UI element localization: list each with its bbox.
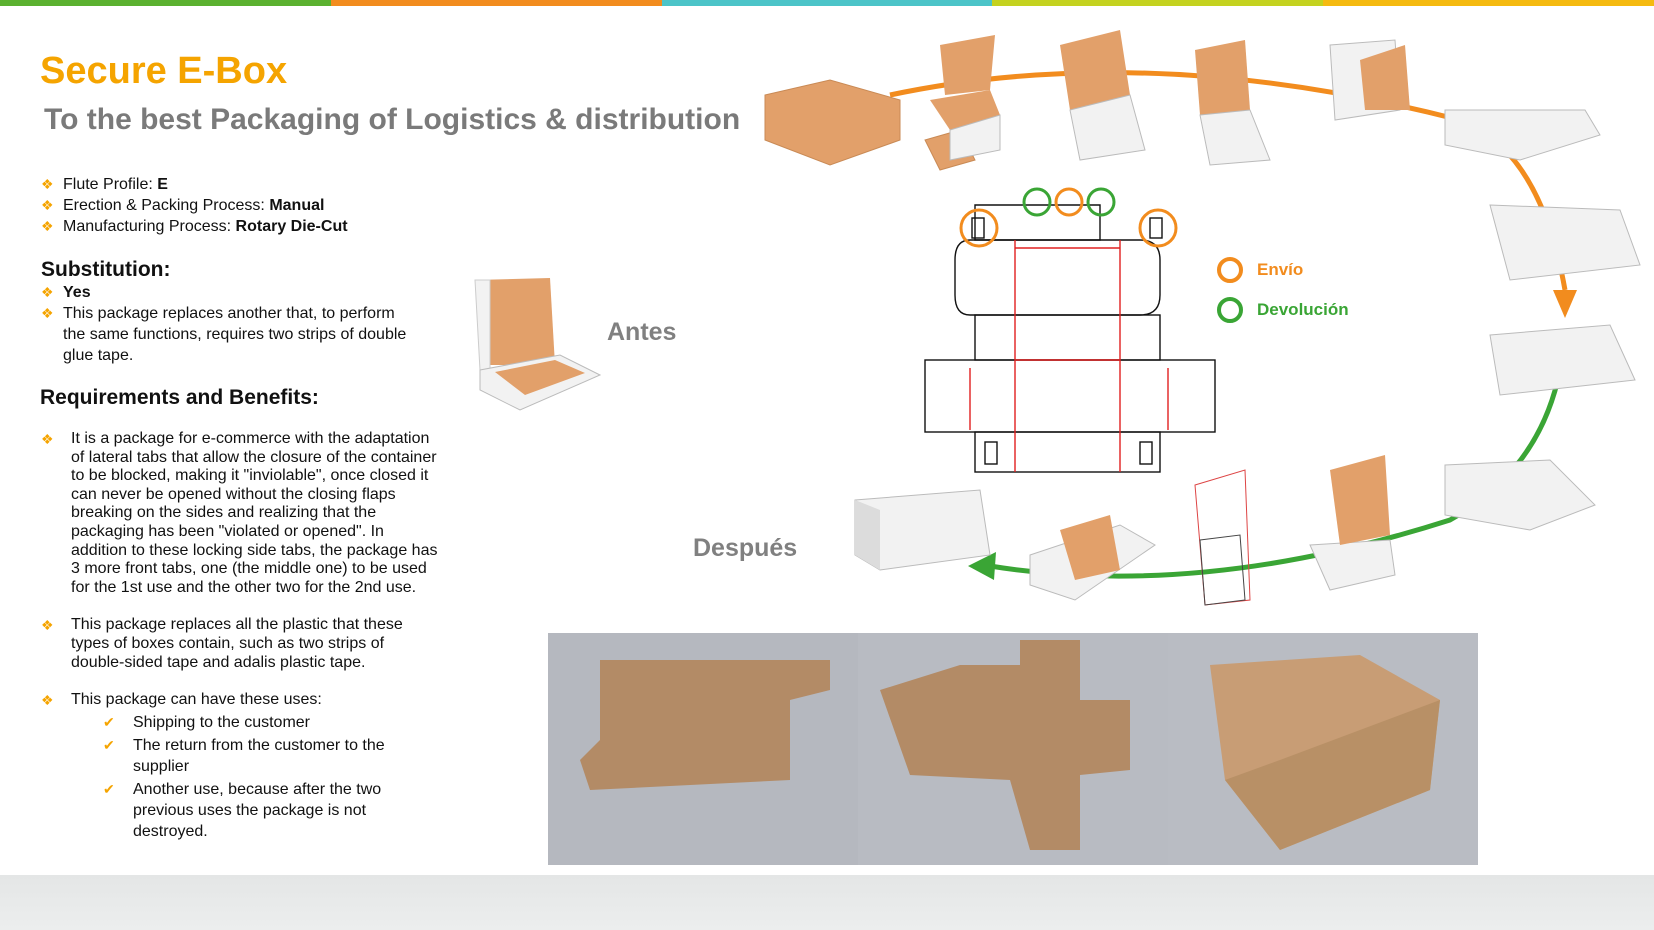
diamond-bullet-icon: ❖ xyxy=(41,431,54,447)
folding-step-2 xyxy=(1060,30,1146,161)
top-bar-segment-teal xyxy=(661,0,993,6)
diamond-bullet-icon: ❖ xyxy=(41,218,54,234)
spec-label: Flute Profile: xyxy=(63,176,158,193)
die-cut-crease-lines xyxy=(969,240,1169,472)
closed-box-3 xyxy=(1489,324,1636,396)
diamond-bullet-icon: ❖ xyxy=(41,617,54,634)
closed-box-after xyxy=(854,489,991,571)
requirement-item: ❖ It is a package for e-commerce with the… xyxy=(41,430,441,597)
diamond-bullet-icon: ❖ xyxy=(41,197,54,213)
folding-step-1 xyxy=(930,35,1001,161)
use-text: The return from the customer to the supp… xyxy=(133,736,385,775)
diamond-bullet-icon: ❖ xyxy=(41,284,54,300)
folding-step-4 xyxy=(1329,39,1410,121)
shipping-tab-marker xyxy=(1022,187,1052,217)
requirement-item: ❖ This package replaces all the plastic t… xyxy=(41,616,441,672)
spec-label: Manufacturing Process: xyxy=(63,218,236,235)
substitution-list: ❖ Yes ❖ This package replaces another that… xyxy=(41,282,421,366)
requirement-text: This package can have these uses: xyxy=(71,691,322,709)
legend-shipping: Envío xyxy=(1217,257,1303,283)
checkmark-icon: ✔ xyxy=(103,780,115,797)
spec-item-erection: ❖ Erection & Packing Process: Manual xyxy=(41,195,348,216)
uses-list: ✔ Shipping to the customer ✔ The return fr… xyxy=(103,712,441,842)
use-text: Shipping to the customer xyxy=(133,713,310,731)
substitution-note: This package replaces another that, to p… xyxy=(63,305,407,364)
flat-blank-step xyxy=(764,79,976,171)
spec-value: Manual xyxy=(269,197,325,214)
top-bar-segment-orange xyxy=(330,0,662,6)
after-label: Después xyxy=(693,534,798,562)
footer-band xyxy=(0,875,1654,930)
requirements-list: ❖ It is a package for e-commerce with the… xyxy=(41,430,441,844)
requirement-text: It is a package for e-commerce with the … xyxy=(71,430,438,596)
substitution-answer-item: ❖ Yes xyxy=(41,282,421,303)
die-cut-template xyxy=(924,204,1216,473)
spec-item-flute: ❖ Flute Profile: E xyxy=(41,174,348,195)
return-step-die-cut xyxy=(1194,469,1251,606)
closed-box-1 xyxy=(1444,109,1601,161)
closed-box-2 xyxy=(1489,204,1641,281)
return-step-2 xyxy=(1029,515,1156,601)
top-color-bar xyxy=(0,0,1654,6)
use-item: ✔ The return from the customer to the sup… xyxy=(103,735,441,777)
checkmark-icon: ✔ xyxy=(103,736,115,753)
legend-shipping-label: Envío xyxy=(1257,260,1304,279)
substitution-heading: Substitution: xyxy=(41,258,171,281)
spec-label: Erection & Packing Process: xyxy=(63,197,270,214)
legend-return-label: Devolución xyxy=(1257,300,1349,319)
specs-list: ❖ Flute Profile: E ❖ Erection & Packing Pr… xyxy=(41,174,348,237)
use-item: ✔ Another use, because after the two prev… xyxy=(103,779,441,842)
side-lock-marker xyxy=(959,208,999,248)
arrow-icon xyxy=(1553,290,1577,318)
orange-circle-icon xyxy=(1217,257,1243,283)
use-item: ✔ Shipping to the customer xyxy=(103,712,441,733)
use-text: Another use, because after the two previ… xyxy=(133,780,382,840)
requirement-text: This package replaces all the plastic th… xyxy=(71,616,403,671)
diamond-bullet-icon: ❖ xyxy=(41,176,54,192)
legend-return: Devolución xyxy=(1217,297,1349,323)
diamond-bullet-icon: ❖ xyxy=(41,692,54,709)
checkmark-icon: ✔ xyxy=(103,713,115,730)
arrow-icon xyxy=(968,552,996,580)
substitution-note-item: ❖ This package replaces another that, to … xyxy=(41,303,421,366)
closed-box-4 xyxy=(1444,459,1596,531)
top-bar-segment-yellow xyxy=(1323,0,1654,6)
requirement-item: ❖ This package can have these uses: xyxy=(41,691,441,710)
spec-value: E xyxy=(157,176,168,193)
page-title: Secure E-Box xyxy=(40,50,288,92)
before-label: Antes xyxy=(607,318,677,346)
requirements-heading: Requirements and Benefits: xyxy=(40,386,319,409)
return-tab-marker xyxy=(1086,187,1116,217)
green-circle-icon xyxy=(1217,297,1243,323)
spec-item-manufacturing: ❖ Manufacturing Process: Rotary Die-Cut xyxy=(41,216,348,237)
folding-step-3 xyxy=(1195,40,1271,166)
shipping-tab-marker xyxy=(1054,187,1084,217)
substitution-answer: Yes xyxy=(63,284,91,301)
spec-value: Rotary Die-Cut xyxy=(235,218,348,235)
top-bar-segment-lime xyxy=(992,0,1324,6)
return-step-1 xyxy=(1309,455,1396,591)
diamond-bullet-icon: ❖ xyxy=(41,305,54,321)
page-subtitle: To the best Packaging of Logistics & dis… xyxy=(44,103,741,136)
side-lock-marker xyxy=(1138,208,1178,248)
before-box-illustration xyxy=(474,278,602,411)
top-bar-segment-green xyxy=(0,0,331,6)
